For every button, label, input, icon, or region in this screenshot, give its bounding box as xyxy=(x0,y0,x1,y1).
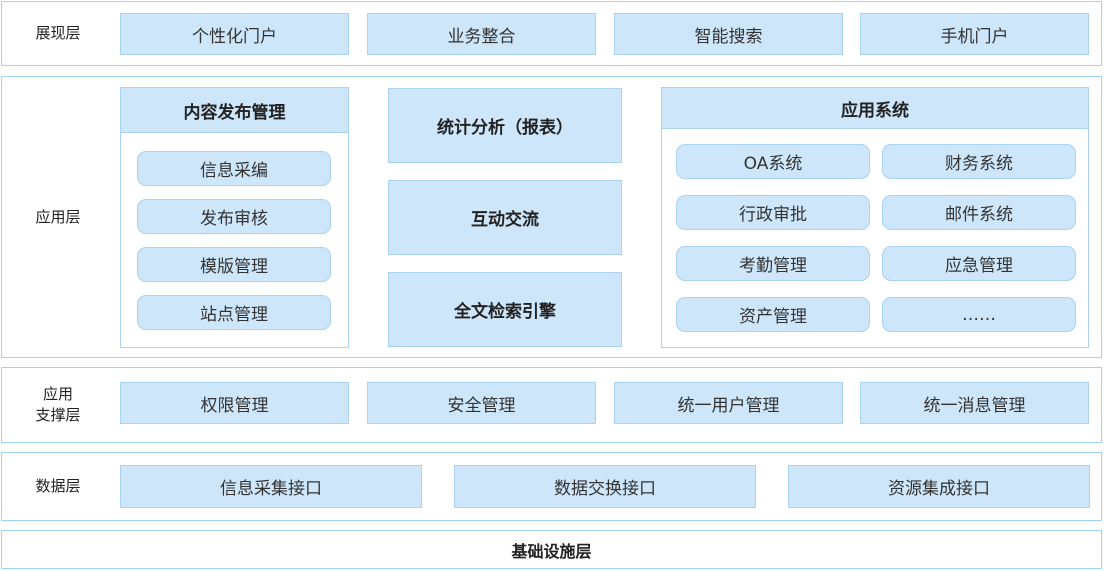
statistics-analysis-box: 统计分析（报表） xyxy=(388,88,622,163)
app-more-ellipsis: …… xyxy=(882,297,1076,332)
app-mail-system: 邮件系统 xyxy=(882,195,1076,230)
application-layer: 应用层 内容发布管理 信息采编 发布审核 模版管理 站点管理 统计分析（报表） … xyxy=(1,76,1102,358)
data-exchange-interface-box: 数据交换接口 xyxy=(454,465,756,508)
support-layer-label-line2: 支撑层 xyxy=(35,406,81,424)
personalized-portal-box: 个性化门户 xyxy=(120,13,349,55)
resource-integration-interface-box: 资源集成接口 xyxy=(788,465,1090,508)
content-item-template: 模版管理 xyxy=(137,247,331,282)
app-finance-system: 财务系统 xyxy=(882,144,1076,179)
content-management-group: 内容发布管理 信息采编 发布审核 模版管理 站点管理 xyxy=(120,87,349,348)
app-oa-system: OA系统 xyxy=(676,144,870,179)
info-collection-interface-box: 信息采集接口 xyxy=(120,465,422,508)
application-layer-label: 应用层 xyxy=(35,207,81,226)
support-layer-label: 应用 支撑层 xyxy=(2,368,114,442)
support-layer: 应用 支撑层 权限管理 安全管理 统一用户管理 统一消息管理 xyxy=(1,367,1102,443)
app-asset-management: 资产管理 xyxy=(676,297,870,332)
data-layer-label: 数据层 xyxy=(35,477,81,495)
data-layer: 数据层 信息采集接口 数据交换接口 资源集成接口 xyxy=(1,452,1102,521)
interactive-communication-box: 互动交流 xyxy=(388,180,622,255)
content-management-title: 内容发布管理 xyxy=(121,88,348,133)
unified-message-management-box: 统一消息管理 xyxy=(860,382,1089,424)
unified-user-management-box: 统一用户管理 xyxy=(614,382,843,424)
app-emergency-management: 应急管理 xyxy=(882,246,1076,281)
security-management-box: 安全管理 xyxy=(367,382,596,424)
mobile-portal-box: 手机门户 xyxy=(860,13,1089,55)
smart-search-box: 智能搜索 xyxy=(614,13,843,55)
business-integration-box: 业务整合 xyxy=(367,13,596,55)
fulltext-search-engine-box: 全文检索引擎 xyxy=(388,272,622,347)
infrastructure-layer-label: 基础设施层 xyxy=(511,541,592,561)
content-item-site: 站点管理 xyxy=(137,295,331,330)
application-systems-group: 应用系统 OA系统 财务系统 行政审批 邮件系统 考勤管理 应急管理 资产管理 … xyxy=(661,87,1089,348)
application-systems-title: 应用系统 xyxy=(662,88,1088,129)
content-item-editing: 信息采编 xyxy=(137,151,331,186)
content-item-review: 发布审核 xyxy=(137,199,331,234)
app-attendance-management: 考勤管理 xyxy=(676,246,870,281)
app-admin-approval: 行政审批 xyxy=(676,195,870,230)
permission-management-box: 权限管理 xyxy=(120,382,349,424)
presentation-layer: 展现层 个性化门户 业务整合 智能搜索 手机门户 xyxy=(1,1,1102,66)
presentation-layer-label: 展现层 xyxy=(35,24,81,42)
support-layer-label-line1: 应用 xyxy=(42,385,73,403)
infrastructure-layer: 基础设施层 xyxy=(1,530,1102,569)
